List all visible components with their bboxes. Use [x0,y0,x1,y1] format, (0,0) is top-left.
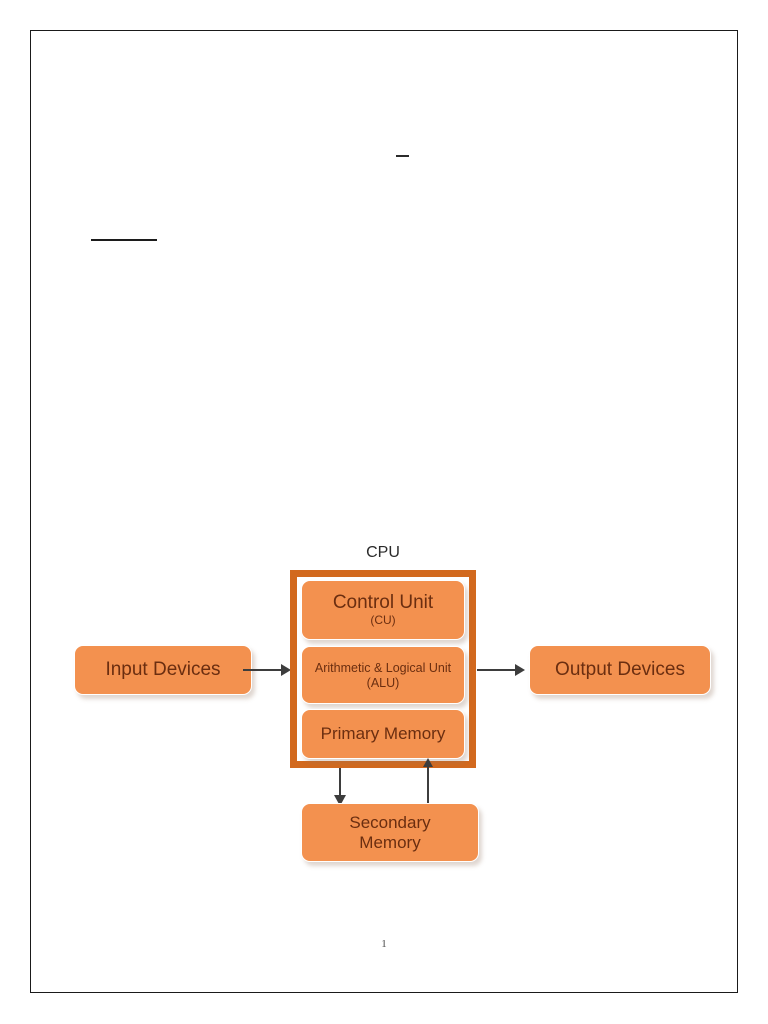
secondary-memory-label-line1: Secondary [349,813,431,833]
secondary-memory-box: Secondary Memory [301,803,479,862]
cpu-to-output-arrowhead-icon [515,664,525,676]
secondary-to-cpu-line [427,766,430,806]
alu-abbr: (ALU) [366,675,400,690]
secondary-to-cpu-arrowhead-icon [423,758,433,767]
stray-underline-mark [91,239,157,241]
output-devices-box: Output Devices [529,645,711,695]
primary-memory-box: Primary Memory [301,709,465,759]
output-devices-label: Output Devices [555,659,685,681]
control-unit-label: Control Unit [332,592,434,614]
page-number: 1 [381,938,387,950]
cpu-to-secondary-arrowhead-icon [334,795,346,806]
input-to-cpu-arrowhead-icon [281,664,291,676]
cpu-to-secondary-line [339,768,342,805]
input-devices-label: Input Devices [105,659,221,681]
control-unit-abbr: (CU) [370,613,396,628]
stray-dash-mark [396,155,409,157]
cpu-to-output-line [477,669,522,672]
secondary-memory-label-line2: Memory [359,832,421,852]
alu-label: Arithmetic & Logical Unit [314,660,452,675]
alu-box: Arithmetic & Logical Unit (ALU) [301,646,465,704]
cpu-title-label: CPU [366,544,400,561]
primary-memory-label: Primary Memory [320,724,446,744]
control-unit-box: Control Unit (CU) [301,580,465,640]
input-to-cpu-line [243,669,289,672]
input-devices-box: Input Devices [74,645,252,695]
